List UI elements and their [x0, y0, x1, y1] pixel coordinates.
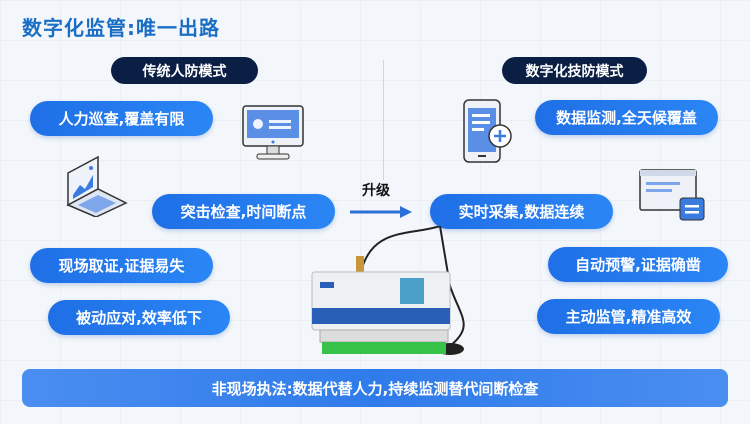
digital-mode-header: 数字化技防模式 — [502, 57, 647, 84]
right-item-3: 自动预警,证据确凿 — [548, 247, 728, 282]
page-title: 数字化监管:唯一出路 — [22, 16, 220, 40]
phone-icon — [463, 99, 512, 163]
upgrade-label: 升级 — [362, 183, 390, 199]
right-item-1: 数据监测,全天候覆盖 — [535, 100, 718, 135]
left-item-1: 人力巡查,覆盖有限 — [30, 101, 213, 136]
left-item-3: 现场取证,证据易失 — [30, 248, 213, 283]
arrow-right-icon — [350, 206, 412, 218]
laptop-icon — [66, 155, 128, 217]
right-item-2: 实时采集,数据连续 — [430, 194, 613, 229]
bottom-banner: 非现场执法:数据代替人力,持续监测替代间断检查 — [22, 369, 728, 407]
monitor-icon — [242, 105, 304, 160]
left-item-4: 被动应对,效率低下 — [48, 300, 230, 335]
traditional-mode-header: 传统人防模式 — [111, 57, 258, 84]
left-item-2: 突击检查,时间断点 — [152, 194, 335, 229]
monitoring-device-image — [311, 226, 465, 355]
divider — [383, 60, 384, 180]
document-window-icon — [639, 169, 705, 221]
right-item-4: 主动监管,精准高效 — [537, 299, 720, 334]
